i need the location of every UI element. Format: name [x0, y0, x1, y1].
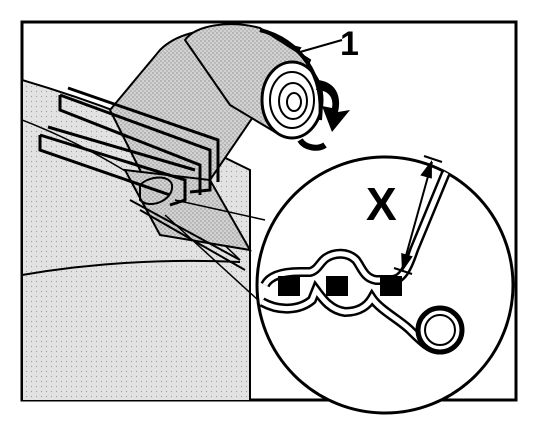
strap-roll: [183, 23, 324, 140]
rotation-arrow-icon: [316, 80, 350, 132]
buckle-frame: [38, 86, 220, 207]
callout-1-leader: [299, 39, 343, 53]
dimension-x-label: X: [366, 178, 397, 230]
buckle-bar-section-2: [326, 276, 348, 296]
callout-number-1: 1: [340, 25, 359, 63]
detail-magnifier: [255, 155, 515, 415]
buckle-bar-section-3: [380, 276, 402, 296]
dimension-x-marker: [393, 155, 443, 275]
buckle-bar-section-1: [278, 276, 300, 296]
